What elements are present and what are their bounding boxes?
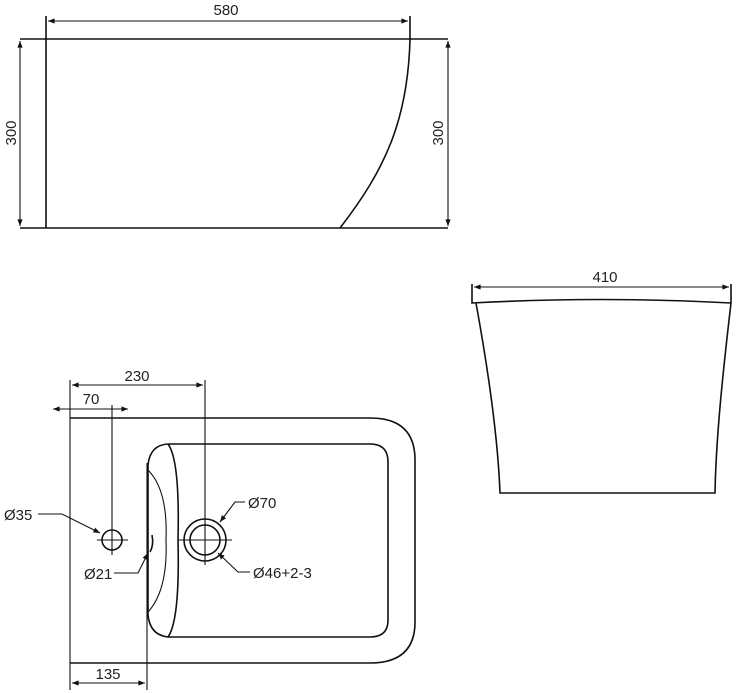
dim-230-label: 230	[124, 368, 149, 385]
dim-135-label: 135	[95, 666, 120, 683]
dim-580-label: 580	[213, 2, 238, 19]
hole-21-label: Ø21	[84, 566, 112, 583]
dim-300-left-label: 300	[3, 120, 20, 145]
hole-46-label: Ø46+2-3	[253, 565, 312, 582]
hole-70-label: Ø70	[248, 495, 276, 512]
dim-70-label: 70	[83, 391, 100, 408]
hole-35-label: Ø35	[4, 507, 32, 524]
dim-410-label: 410	[592, 269, 617, 286]
top-view: 230 70 135 Ø35 Ø70 Ø21 Ø46+2-3	[4, 368, 416, 690]
dim-300-right-label: 300	[430, 120, 447, 145]
side-view: 580 300 300	[3, 2, 451, 229]
front-view: 410	[471, 269, 732, 494]
hole-21	[149, 534, 154, 553]
